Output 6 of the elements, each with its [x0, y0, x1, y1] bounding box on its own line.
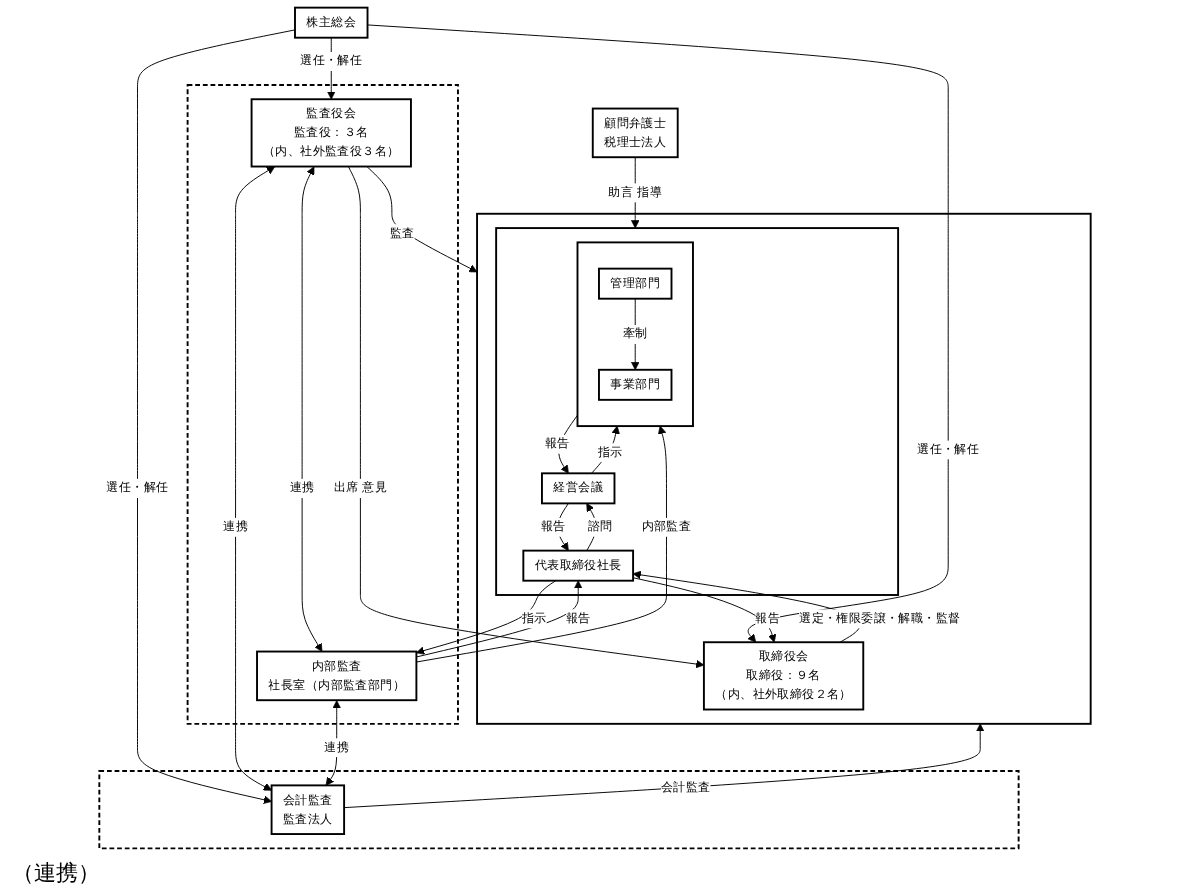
- cluster: [576, 241, 694, 428]
- cluster: [476, 212, 1092, 725]
- cluster: [495, 227, 900, 596]
- cluster: [186, 83, 459, 725]
- cluster: [98, 770, 1020, 850]
- note-text: （連携）: [12, 860, 100, 886]
